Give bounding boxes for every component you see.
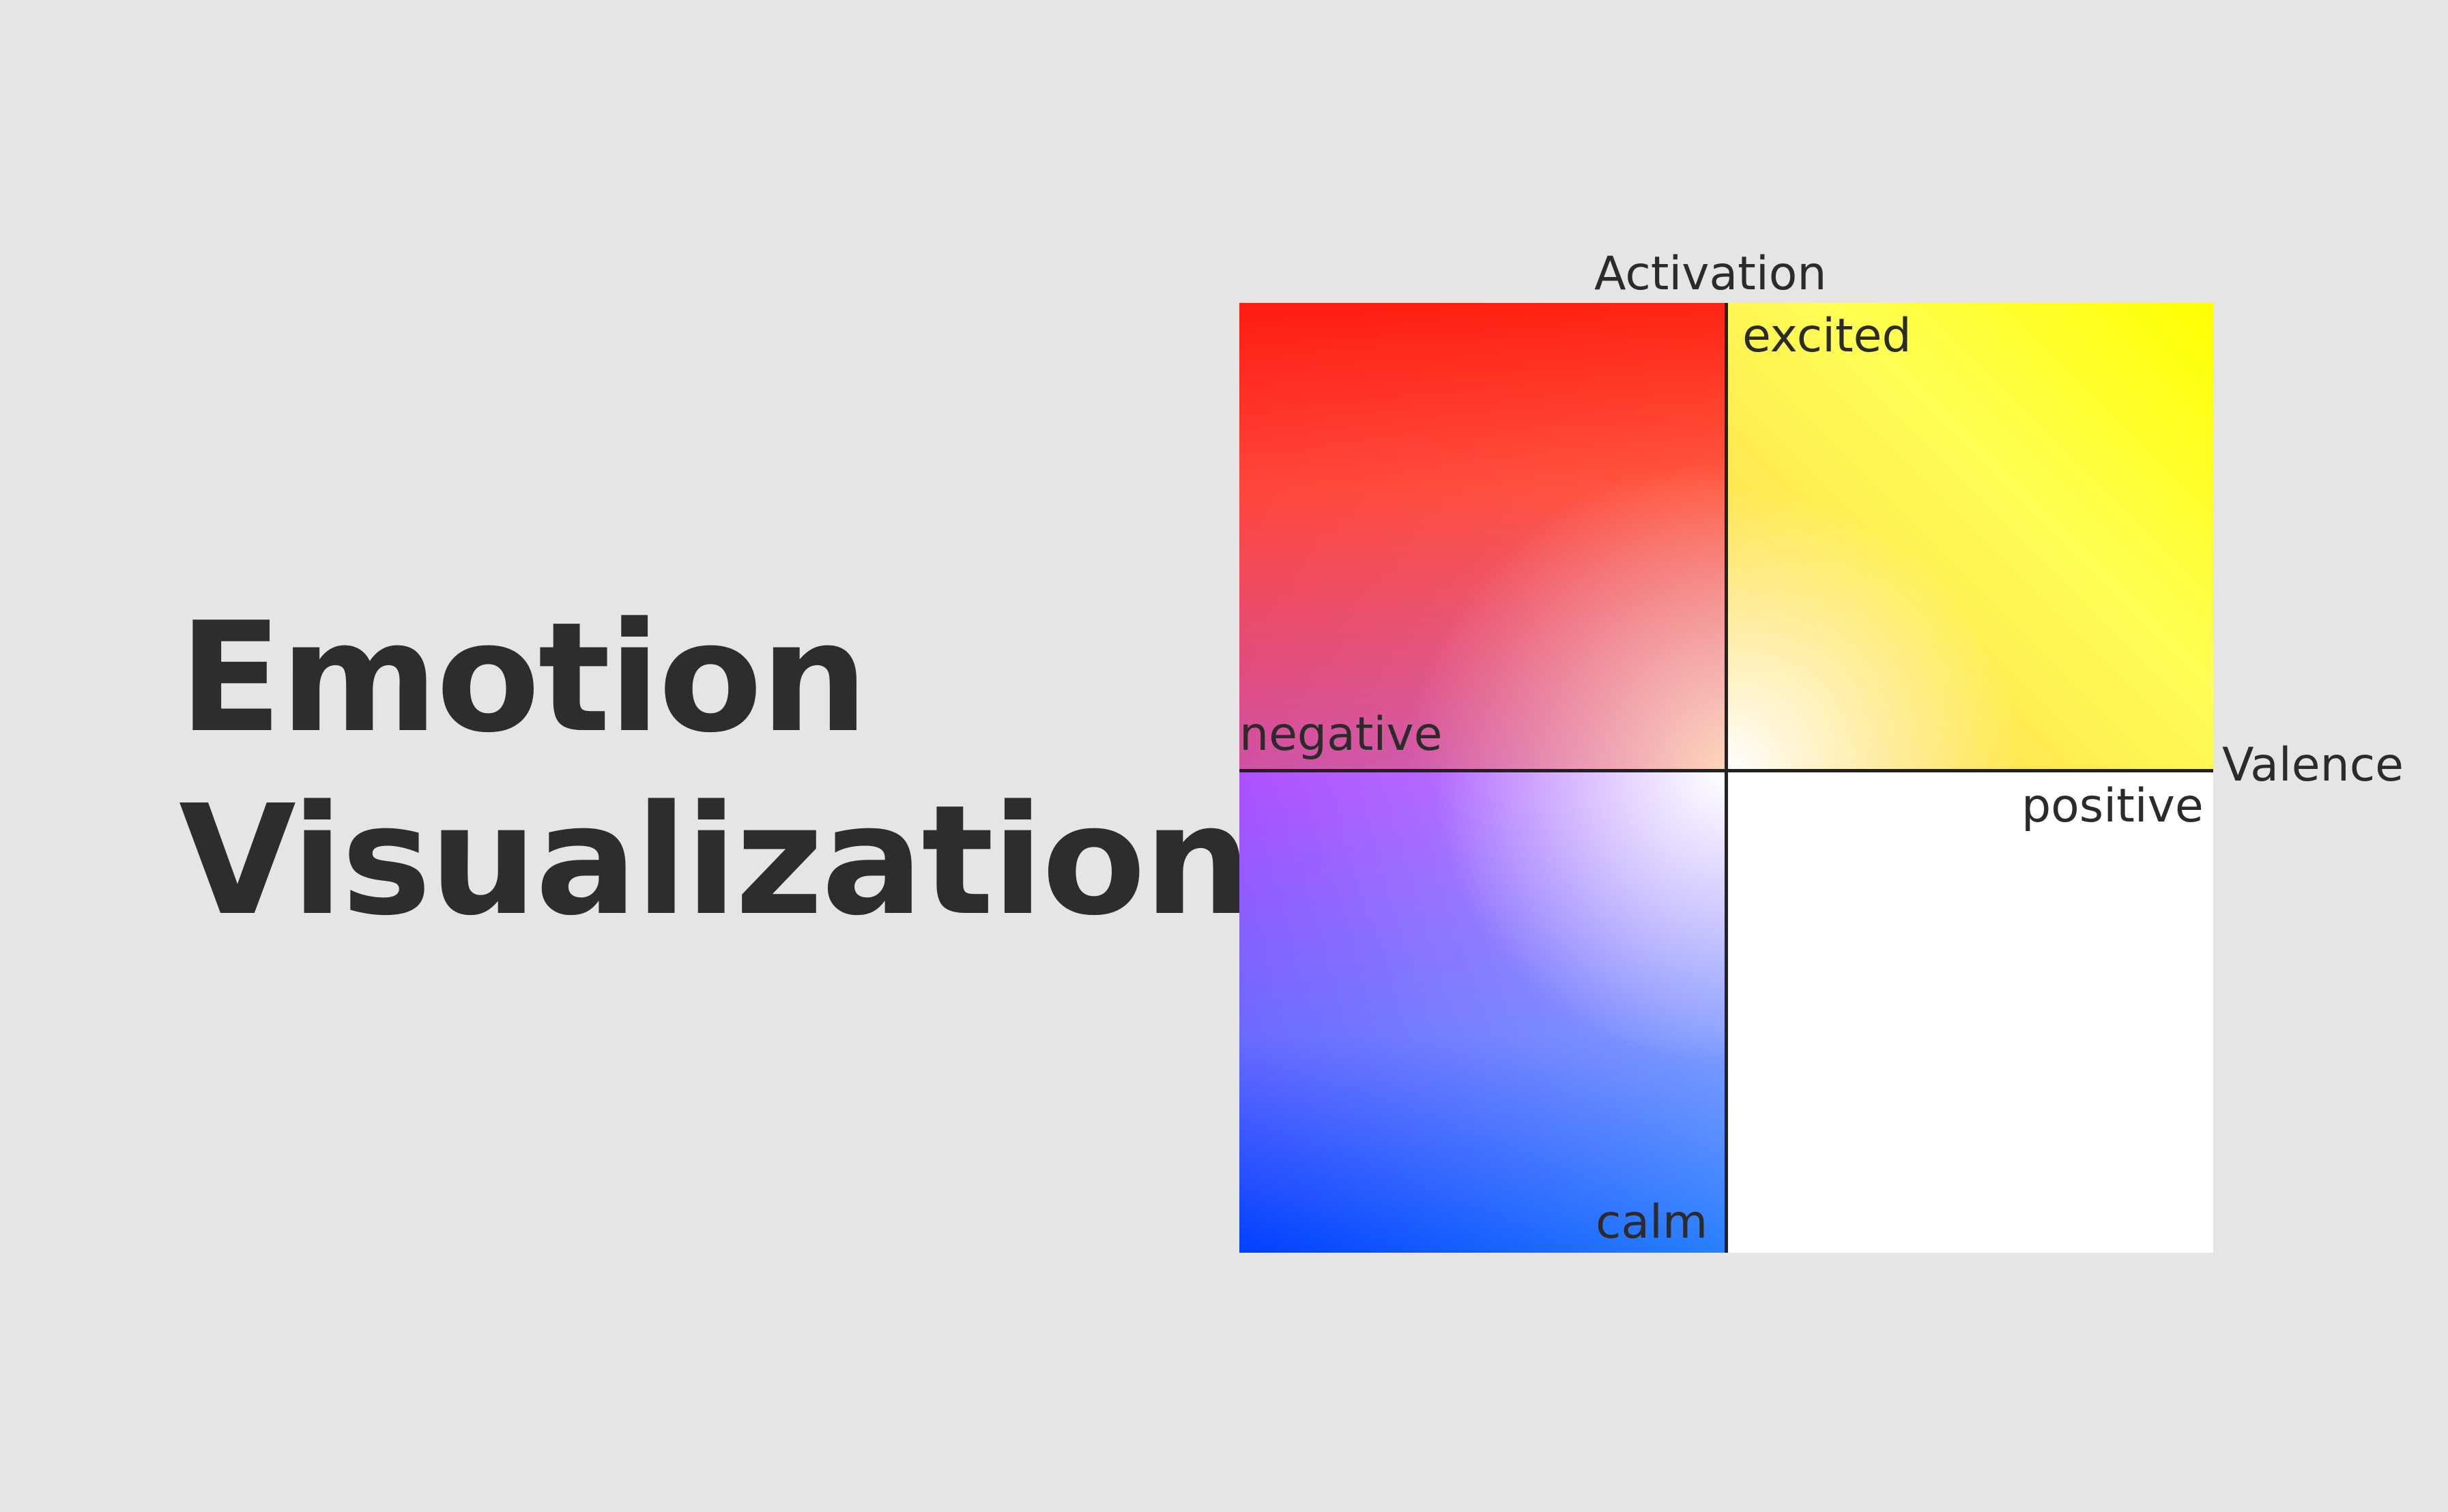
negative-label: negative — [1239, 708, 1443, 761]
quadrant-negative-excited — [1239, 303, 1726, 771]
valence-axis-label: Valence — [2222, 738, 2404, 792]
activation-axis — [1725, 303, 1728, 1253]
emotion-quadrant-diagram — [1239, 303, 2213, 1253]
valence-axis — [1239, 769, 2213, 772]
positive-label: positive — [2021, 779, 2204, 833]
activation-axis-label: Activation — [1594, 247, 1827, 301]
quadrant-positive-calm — [1726, 771, 2213, 1253]
page-title: Emotion Visualization — [179, 587, 1252, 953]
quadrant-positive-excited — [1726, 303, 2213, 771]
title-line-1: Emotion — [179, 590, 868, 766]
excited-label: excited — [1742, 309, 1912, 363]
title-line-2: Visualization — [179, 773, 1252, 949]
calm-label: calm — [1596, 1195, 1708, 1249]
quadrant-negative-calm — [1239, 771, 1726, 1253]
